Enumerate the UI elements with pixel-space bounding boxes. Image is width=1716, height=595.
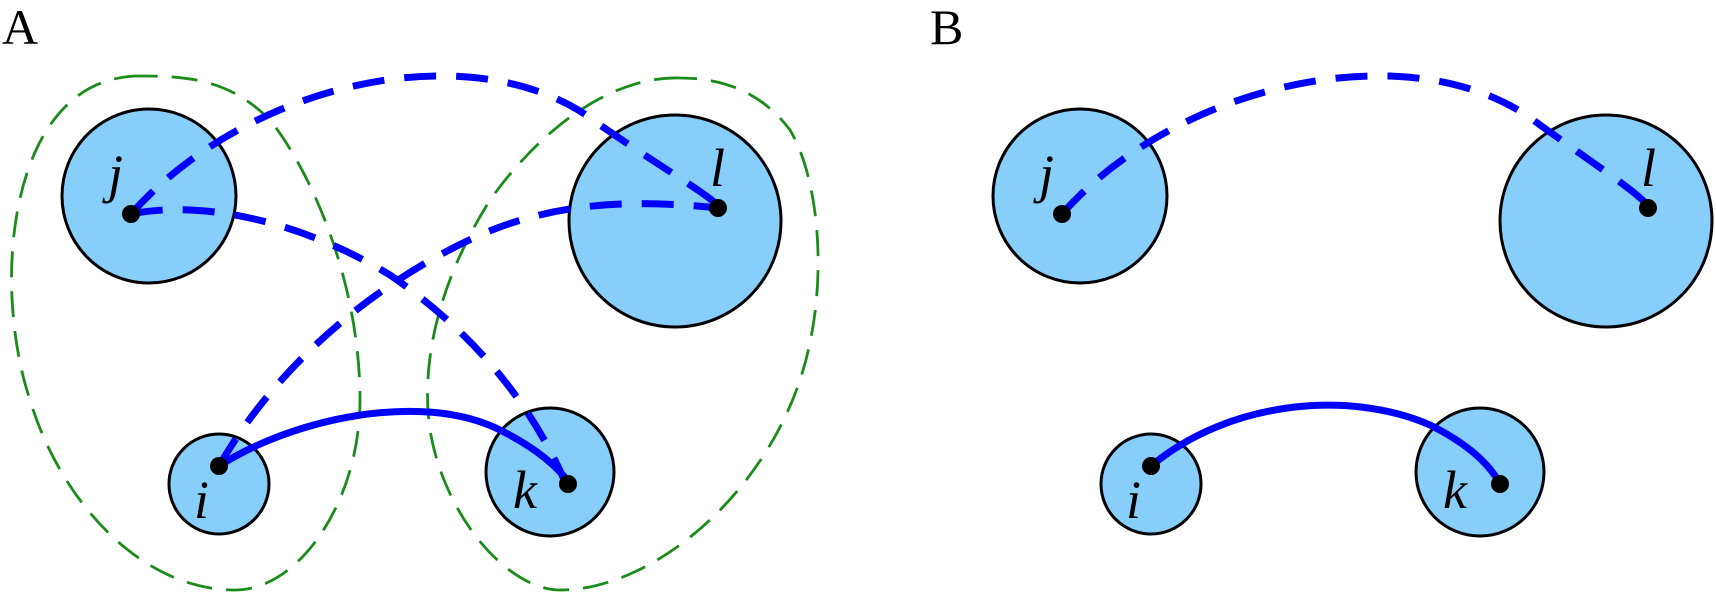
edge-i-k-b <box>1147 401 1504 488</box>
node-l-point <box>709 199 727 217</box>
node-i-label: i <box>194 470 209 530</box>
panel-a: A j l i k <box>2 0 820 592</box>
node-i-label-b: i <box>1126 470 1141 530</box>
node-j-label: j <box>102 144 123 204</box>
node-i-disk <box>167 432 271 536</box>
region-left <box>10 74 362 592</box>
panel-b: B j l i k <box>930 0 1714 538</box>
node-i-disk-b <box>1099 432 1203 536</box>
edge-i-k <box>215 407 574 488</box>
node-l-label-b: l <box>1641 138 1656 198</box>
node-k-disk <box>484 406 616 538</box>
panel-a-label: A <box>2 0 38 55</box>
node-l-disk <box>567 113 783 329</box>
node-i-point-b <box>1142 457 1160 475</box>
edge-j-l <box>128 72 722 217</box>
node-l-label: l <box>710 138 725 198</box>
node-k-label-b: k <box>1443 460 1468 520</box>
node-l-disk-b <box>1498 113 1714 329</box>
node-k-point <box>559 475 577 493</box>
node-j-point-b <box>1053 205 1071 223</box>
node-j-point <box>122 205 140 223</box>
region-right <box>426 76 820 592</box>
edge-i-l <box>215 200 719 468</box>
edge-j-l-b <box>1059 72 1652 217</box>
node-k-disk-b <box>1414 406 1546 538</box>
node-k-point-b <box>1491 475 1509 493</box>
node-k-label: k <box>513 460 538 520</box>
node-j-label-b: j <box>1033 144 1054 204</box>
node-l-point-b <box>1639 199 1657 217</box>
node-i-point <box>210 457 228 475</box>
edge-j-k <box>130 206 570 486</box>
panel-b-label: B <box>930 0 963 55</box>
